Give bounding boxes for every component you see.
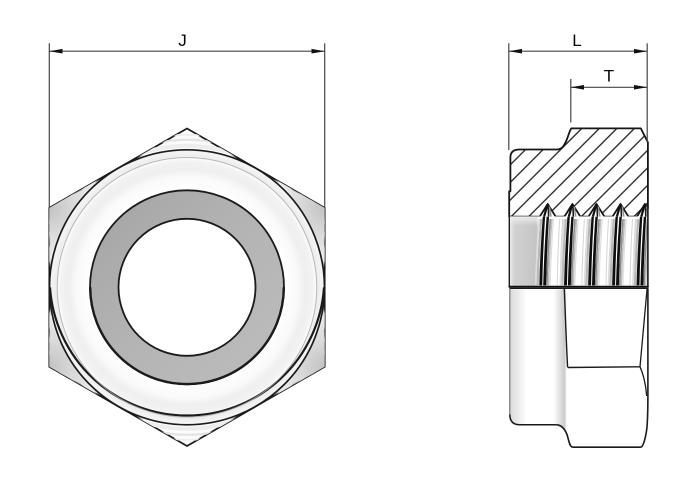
svg-text:T: T	[604, 67, 614, 86]
svg-text:J: J	[178, 31, 187, 50]
svg-text:L: L	[572, 31, 581, 50]
